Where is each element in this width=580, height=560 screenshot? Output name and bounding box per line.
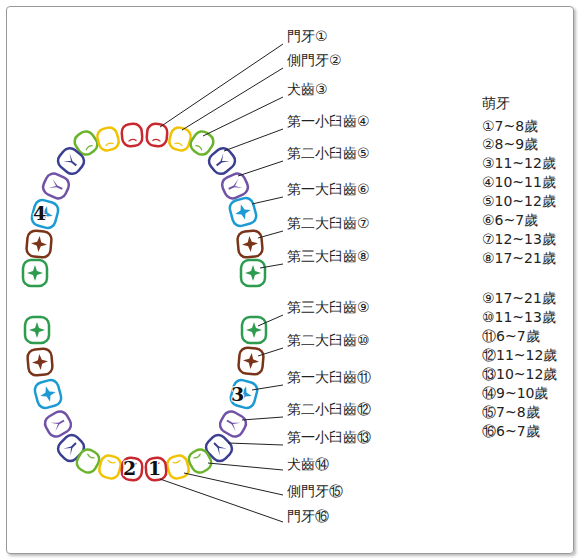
tooth-name: 門牙⑯ [287, 508, 329, 524]
eruption-age: ⑦12~13歲 [482, 231, 556, 247]
eruption-age: ⑪6~7歲 [482, 328, 540, 344]
tooth [27, 348, 53, 376]
tooth [121, 123, 143, 147]
eruption-age: ⑩11~13歲 [482, 309, 556, 325]
tooth-name: 側門牙② [287, 52, 342, 68]
eruption-age: ⑥6~7歲 [482, 212, 538, 228]
tooth-name: 第二小臼齒⑫ [287, 401, 371, 417]
tooth [167, 126, 192, 152]
tooth-name: 第一小臼齒④ [287, 113, 370, 129]
tooth-name: 第一小臼齒⑬ [287, 429, 371, 445]
eruption-age: ⑧17~21歲 [482, 250, 556, 266]
tooth [229, 378, 259, 409]
tooth [145, 457, 167, 481]
tooth [25, 317, 49, 343]
list-heading: 萌牙 [482, 95, 510, 111]
tooth-name: 犬齒③ [287, 81, 328, 97]
tooth [55, 145, 88, 177]
eruption-age: ①7~8歲 [482, 118, 538, 134]
tooth [74, 446, 102, 475]
tooth-name: 第一大臼齒⑪ [287, 369, 371, 385]
tooth [26, 230, 52, 258]
tooth-name: 第二大臼齒⑩ [287, 332, 370, 348]
tooth [241, 260, 265, 286]
eruption-age: ⑤10~12歲 [482, 193, 556, 209]
eruption-age: ⑬10~12歲 [482, 366, 557, 382]
eruption-age: ⑫11~12歲 [482, 347, 557, 363]
eruption-age: ⑯6~7歲 [482, 423, 540, 439]
callout-number: 3 [231, 384, 244, 404]
tooth [95, 126, 120, 152]
tooth [33, 378, 63, 409]
eruption-age: ⑭9~10歲 [482, 385, 548, 401]
tooth [165, 454, 190, 480]
eruption-age: ⑨17~21歲 [482, 290, 556, 306]
tooth [186, 446, 214, 475]
tooth [121, 457, 143, 481]
tooth-name: 犬齒⑭ [287, 456, 329, 472]
tooth [228, 196, 258, 227]
tooth-name: 第三大臼齒⑨ [287, 299, 370, 315]
tooth-name: 第二大臼齒⑦ [287, 215, 370, 231]
eruption-age: ③11~12歲 [482, 155, 556, 171]
tooth [237, 230, 263, 258]
tooth [30, 198, 60, 229]
tooth [40, 171, 71, 201]
eruption-age: ②8~9歲 [482, 136, 538, 152]
tooth-name: 第一大臼齒⑥ [287, 181, 370, 197]
tooth [206, 145, 239, 177]
tooth [97, 454, 122, 480]
tooth-name: 側門牙⑮ [287, 483, 343, 499]
tooth [238, 347, 264, 375]
callout-number: 1 [148, 458, 161, 478]
callout-number: 2 [123, 458, 136, 478]
eruption-age: ⑮7~8歲 [482, 404, 540, 420]
tooth-name: 第二小臼齒⑤ [287, 145, 370, 161]
tooth-name: 第三大臼齒⑧ [287, 248, 370, 264]
tooth [146, 123, 168, 147]
tooth-name: 門牙① [287, 28, 328, 44]
eruption-age: ④10~11歲 [482, 174, 556, 190]
tooth [219, 171, 250, 201]
callout-number: 4 [33, 203, 46, 223]
tooth [23, 260, 47, 286]
tooth [242, 317, 266, 343]
